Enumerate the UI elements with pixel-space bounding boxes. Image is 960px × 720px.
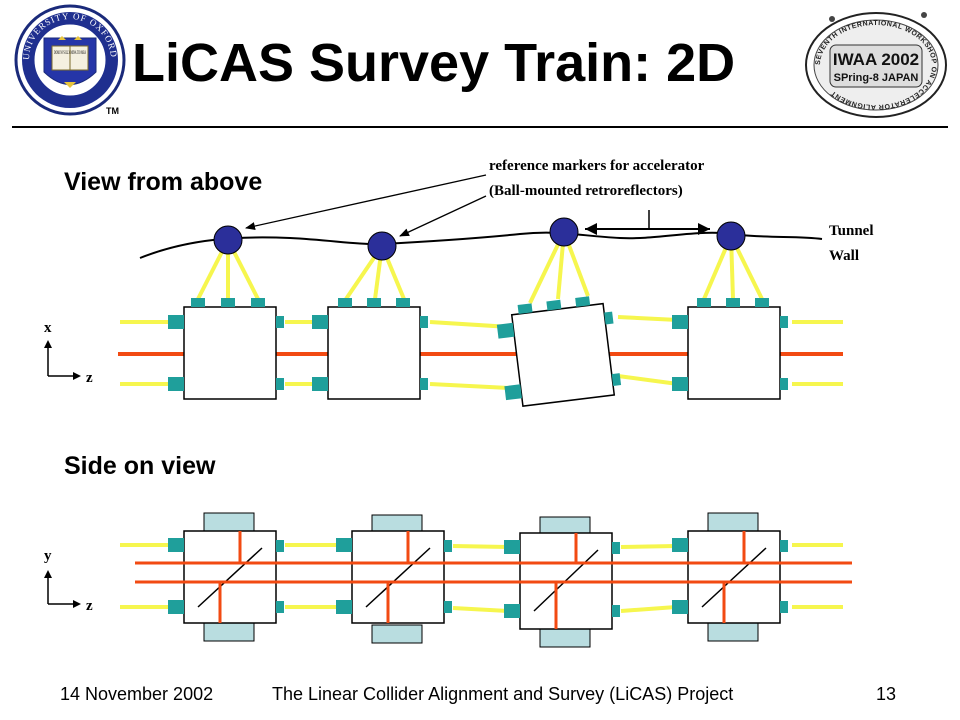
axis-label-z-bottom: z — [86, 598, 93, 614]
car-unit-top-1 — [168, 225, 284, 400]
laser-lines-bottom — [120, 543, 843, 613]
footer-page-number: 13 — [876, 684, 897, 704]
beam-lines-bottom — [135, 531, 852, 629]
reference-marker — [367, 231, 397, 261]
tunnel-label-2: Wall — [829, 248, 859, 264]
annotation-line-2: (Ball-mounted retroreflectors) — [489, 183, 683, 199]
survey-diagram: View from above reference markers for ac… — [44, 158, 873, 648]
section-title-top: View from above — [64, 168, 262, 196]
annotation-arrow-1 — [245, 174, 487, 230]
oxford-trademark: TM — [106, 106, 119, 116]
axes-top: x z — [44, 320, 93, 386]
oxford-logo: UNIVERSITY OF OXFORD DOMI NVS ILLV MINA … — [14, 4, 126, 116]
tunnel-label-1: Tunnel — [829, 223, 873, 239]
car-unit-side-1 — [168, 530, 284, 624]
iwaa-logo: SEVENTH INTERNATIONAL WORKSHOP ON ACCELE… — [805, 12, 947, 118]
footer-project: The Linear Collider Alignment and Survey… — [272, 684, 734, 704]
axis-label-z-top: z — [86, 370, 93, 386]
iwaa-subtitle: SPring-8 JAPAN — [834, 72, 919, 84]
footer-date: 14 November 2002 — [60, 684, 214, 704]
page-title: LiCAS Survey Train: 2D — [132, 33, 736, 93]
reference-marker — [549, 217, 579, 247]
car-unit-side-4 — [672, 530, 788, 624]
annotation-line-1: reference markers for accelerator — [489, 158, 705, 174]
title-divider — [12, 126, 948, 128]
section-title-bottom: Side on view — [64, 452, 216, 480]
reference-marker — [716, 221, 746, 251]
car-unit-top-2 — [312, 231, 428, 400]
car-unit-top-3 — [496, 217, 622, 407]
oxford-book-text: DOMI NVS ILLV MINA TIO MEA — [54, 51, 86, 56]
axes-bottom: y z — [44, 548, 93, 614]
car-unit-top-4 — [672, 221, 788, 400]
side-blocks — [203, 512, 759, 648]
reference-marker — [213, 225, 243, 255]
car-unit-side-2 — [336, 530, 452, 624]
axis-label-y: y — [44, 548, 52, 564]
iwaa-title: IWAA 2002 — [833, 50, 919, 69]
annotation-arrow-2 — [399, 195, 487, 237]
axis-label-x: x — [44, 320, 52, 336]
laser-lines-top — [120, 315, 843, 390]
